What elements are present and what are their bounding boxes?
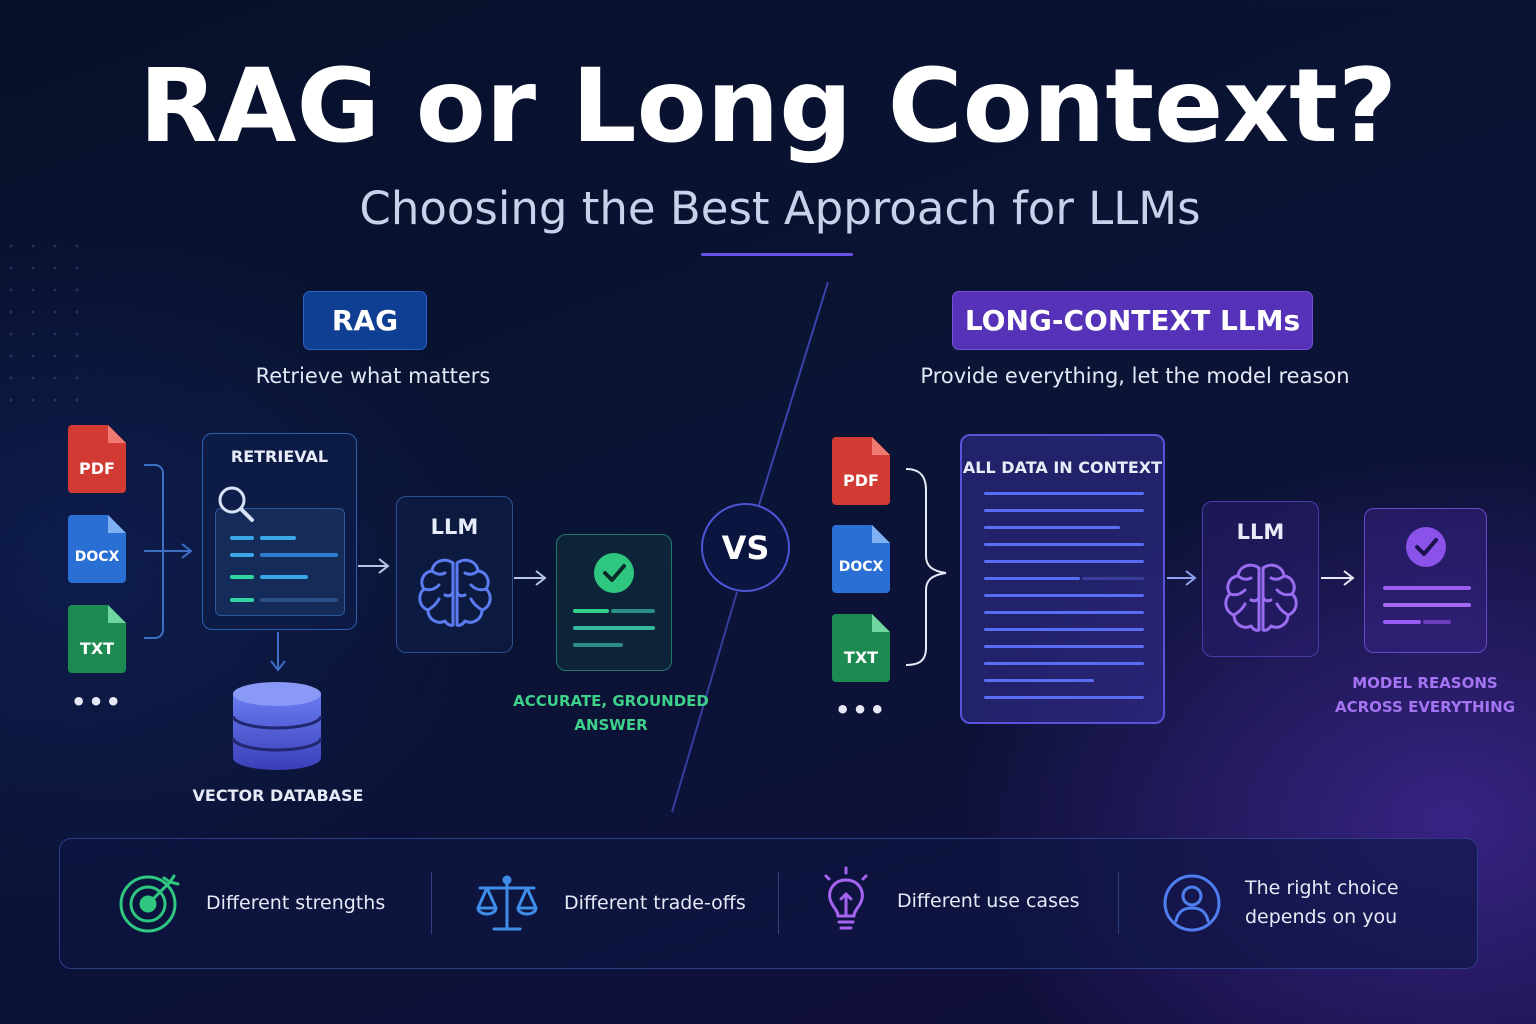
retrieval-label: RETRIEVAL: [230, 447, 329, 466]
context-label: ALL DATA IN CONTEXT: [962, 458, 1163, 477]
file-label: PDF: [843, 471, 879, 490]
retrieval-card: RETRIEVAL: [202, 433, 357, 630]
grounded-answer-card: [556, 534, 672, 671]
caption-line: ANSWER: [574, 716, 648, 734]
model-reasons-caption: MODEL REASONS ACROSS EVERYTHING: [1320, 671, 1530, 719]
decorative-dot-grid: [0, 235, 90, 415]
txt-file-icon: TXT: [832, 614, 890, 682]
feature-divider: [778, 872, 779, 934]
target-icon: [119, 874, 180, 933]
long-context-llm-card: LLM: [1202, 501, 1319, 657]
all-data-in-context-card: ALL DATA IN CONTEXT: [960, 434, 1165, 724]
caption-line: MODEL REASONS: [1352, 674, 1498, 692]
file-label: DOCX: [838, 559, 884, 575]
feature-strengths: Different strengths: [118, 872, 385, 934]
vs-badge: VS: [701, 503, 790, 592]
feature-text: Different use cases: [897, 889, 1080, 912]
context-document-lines: [984, 492, 1144, 699]
docx-file-icon: DOCX: [68, 515, 126, 583]
rag-llm-card: LLM: [396, 496, 513, 653]
grounded-answer-caption: ACCURATE, GROUNDED ANSWER: [506, 689, 716, 737]
vector-database-label: VECTOR DATABASE: [192, 786, 364, 805]
more-files-ellipsis: •••: [70, 688, 124, 716]
model-reasons-card: [1364, 508, 1487, 653]
pdf-file-icon: PDF: [832, 437, 890, 505]
summary-panel: [59, 838, 1478, 969]
lightbulb-icon: [824, 866, 868, 930]
long-context-badge: LONG-CONTEXT LLMs: [952, 291, 1313, 350]
caption-line: ACCURATE, GROUNDED: [513, 692, 709, 710]
database-icon: [231, 682, 323, 770]
llm-label: LLM: [430, 515, 479, 539]
brain-icon: [418, 558, 492, 627]
rag-badge: RAG: [303, 291, 427, 350]
brain-icon: [1224, 563, 1298, 632]
pdf-file-icon: PDF: [68, 425, 126, 493]
answer-document: [573, 553, 655, 647]
feature-text-line: The right choice: [1245, 877, 1399, 899]
feature-use-cases: Different use cases: [820, 866, 1080, 936]
file-label: TXT: [79, 639, 115, 658]
feature-text-line: depends on you: [1245, 906, 1398, 928]
file-label: TXT: [843, 648, 879, 667]
docx-file-icon: DOCX: [832, 525, 890, 593]
long-context-tagline: Provide everything, let the model reason: [920, 364, 1350, 388]
feature-text: Different strengths: [206, 891, 386, 914]
more-files-ellipsis: •••: [834, 696, 888, 724]
feature-divider: [1118, 872, 1119, 934]
feature-text: The right choice depends on you: [1245, 874, 1399, 932]
user-icon: [1163, 874, 1221, 932]
feature-text: Different trade-offs: [564, 891, 746, 914]
feature-divider: [431, 872, 432, 934]
scale-icon: [476, 875, 538, 931]
file-label: PDF: [79, 459, 115, 478]
page-subtitle: Choosing the Best Approach for LLMs: [359, 182, 1201, 235]
feature-tradeoffs: Different trade-offs: [474, 872, 746, 934]
llm-label: LLM: [1236, 520, 1285, 544]
caption-line: ACROSS EVERYTHING: [1335, 698, 1515, 716]
txt-file-icon: TXT: [68, 605, 126, 673]
title-underline: [701, 253, 853, 256]
retrieved-documents-panel: [215, 508, 345, 616]
reasoning-document: [1383, 527, 1471, 624]
page-title: RAG or Long Context?: [138, 47, 1398, 166]
rag-tagline: Retrieve what matters: [255, 364, 491, 388]
feature-right-choice: The right choice depends on you: [1162, 873, 1399, 933]
file-label: DOCX: [74, 549, 120, 565]
magnifier-icon: [218, 486, 254, 522]
retrieved-lines: [230, 536, 338, 602]
